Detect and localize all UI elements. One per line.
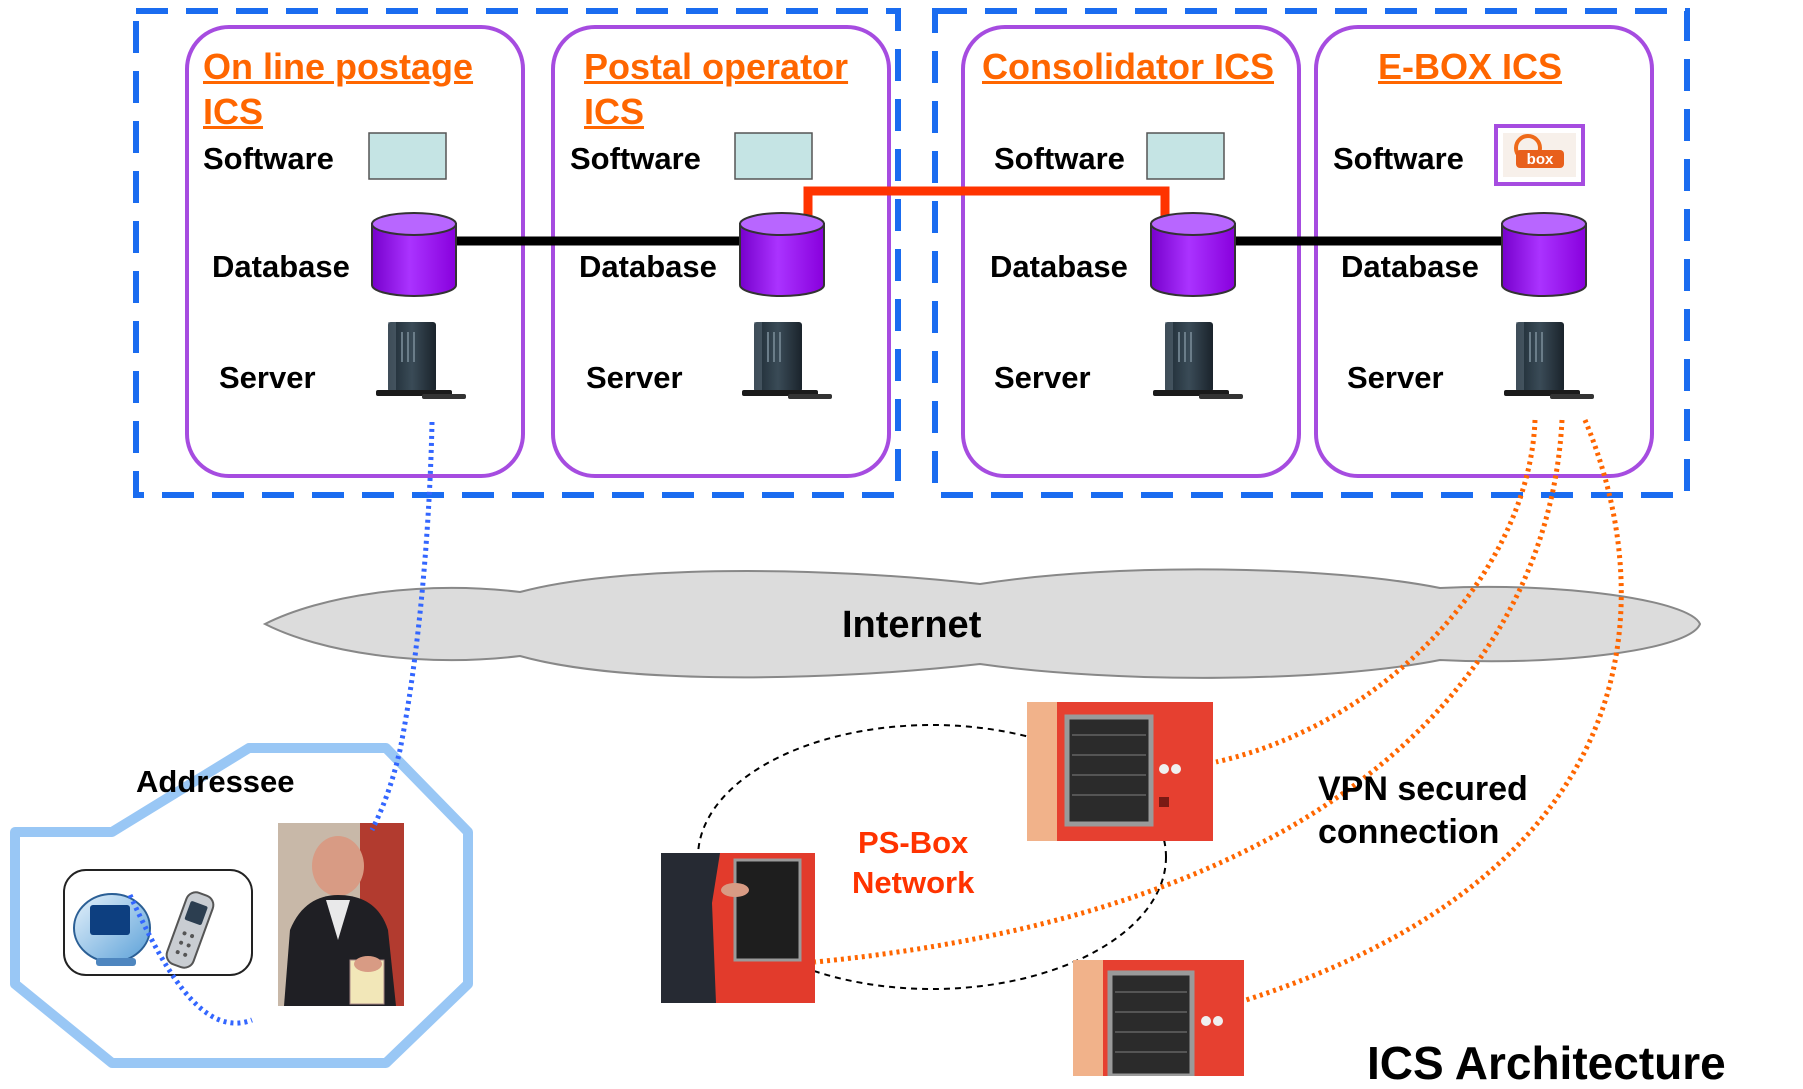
database-label: Database [1341, 249, 1479, 284]
group-title: Consolidator ICS [982, 44, 1274, 89]
software-icon [1146, 132, 1225, 180]
group-title-line: On line postage [203, 46, 474, 87]
addressee-person-photo [278, 823, 404, 1006]
psbox-kiosk-photo [1073, 960, 1244, 1079]
right-dashed-region [932, 8, 1690, 498]
database-icon [739, 212, 825, 297]
vpn-label-line: VPN secured [1318, 770, 1528, 808]
psbox-label-line: Network [852, 865, 975, 901]
consolidator-link-line [803, 186, 1170, 221]
group-title-line: Consolidator ICS [982, 46, 1275, 87]
group-title: E-BOX ICS [1378, 44, 1562, 89]
vpn-label: VPN secured connection [1318, 768, 1528, 853]
software-icon [368, 132, 447, 180]
psbox-kiosk-photo [661, 853, 815, 1003]
psbox-label-line: PS-Box [858, 825, 969, 860]
group-title-line: E-BOX ICS [1378, 46, 1563, 87]
server-label: Server [994, 360, 1091, 395]
vpn-label-line: connection [1318, 812, 1500, 851]
software-label: Software [203, 141, 334, 176]
group-title: On line postage ICS [203, 44, 473, 134]
server-label: Server [219, 360, 316, 395]
ebox-logo-text: box [1527, 151, 1554, 168]
vpn-link-line [1245, 419, 1624, 1003]
psbox-network-label: PS-Box Network [852, 823, 974, 904]
software-label: Software [570, 141, 701, 176]
addressee-label: Addressee [136, 764, 295, 799]
group-title-line: ICS [203, 91, 264, 132]
diagram-caption: ICS Architecture [1367, 1037, 1726, 1089]
vpn-link-line [1215, 419, 1538, 765]
software-icon [734, 132, 813, 180]
internet-label: Internet [842, 604, 982, 646]
internet-cloud [262, 568, 1702, 679]
server-label: Server [1347, 360, 1444, 395]
group-title-line: Postal operator [584, 46, 849, 87]
vpn-link-line [814, 419, 1565, 965]
server-label: Server [586, 360, 683, 395]
group-title-line: ICS [584, 91, 645, 132]
mobile-phone-icon [165, 891, 215, 969]
psbox-kiosk-photo [1027, 702, 1213, 841]
database-label: Database [990, 249, 1128, 284]
database-icon [371, 212, 457, 297]
computer-icon [73, 893, 151, 966]
software-label: Software [994, 141, 1125, 176]
database-icon [1150, 212, 1236, 297]
ebox-software-logo-icon: box [1494, 124, 1585, 186]
group-title: Postal operator ICS [584, 44, 848, 134]
software-label: Software [1333, 141, 1464, 176]
left-dashed-region [133, 8, 901, 498]
database-label: Database [212, 249, 350, 284]
database-label: Database [579, 249, 717, 284]
database-icon [1501, 212, 1587, 297]
